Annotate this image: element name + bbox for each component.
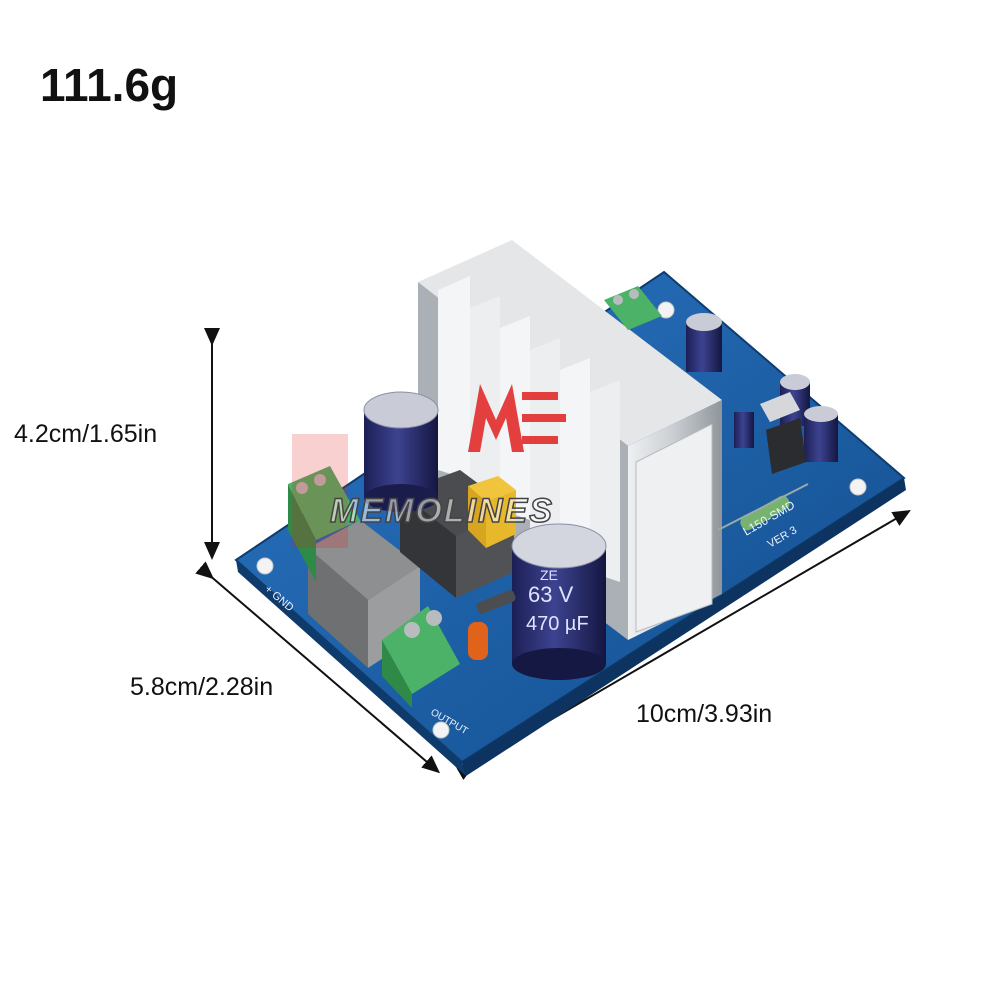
- terminal-block-output: [382, 606, 460, 708]
- cap-brand-label: ZE: [540, 567, 558, 583]
- watermark-text: MEMOLINES: [329, 491, 554, 531]
- depth-arrow: [195, 561, 441, 774]
- height-dimension-label: 4.2cm/1.65in: [14, 420, 158, 448]
- depth-dimension-label: 5.8cm/2.28in: [130, 673, 274, 701]
- watermark-logo: [292, 384, 566, 548]
- capacitor-left: [363, 391, 439, 512]
- resistor: [717, 483, 809, 531]
- yellow-capacitor: [468, 476, 516, 548]
- capacitor-front: 63 V 470 µF ZE: [511, 523, 607, 680]
- small-components: [468, 590, 516, 660]
- regulator: [760, 392, 806, 474]
- cap-voltage-label: 63 V: [528, 582, 574, 607]
- small-capacitors: [686, 313, 838, 462]
- terminal-block-input: [288, 466, 360, 582]
- terminal-block-top: [604, 286, 662, 330]
- width-dimension-label: 10cm/3.93in: [636, 700, 773, 728]
- weight-label: 111.6g: [40, 59, 179, 111]
- cap-value-label: 470 µF: [526, 613, 589, 635]
